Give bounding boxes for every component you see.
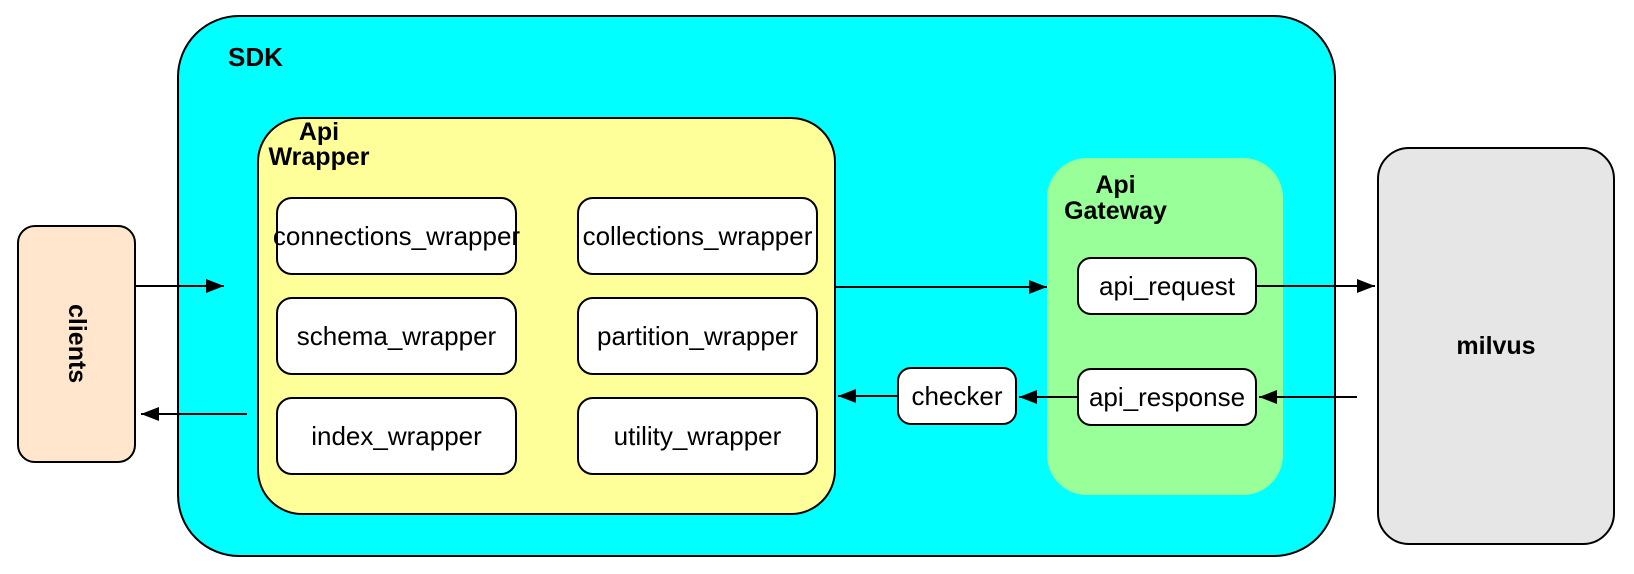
partition-wrapper-box: partition_wrapper bbox=[577, 297, 818, 375]
api-wrapper-label-line2: Wrapper bbox=[268, 143, 370, 171]
milvus-box: milvus bbox=[1377, 147, 1615, 545]
utility-wrapper-box: utility_wrapper bbox=[577, 397, 818, 475]
clients-label: clients bbox=[63, 304, 91, 384]
api-request-box: api_request bbox=[1077, 257, 1257, 315]
checker-box: checker bbox=[897, 367, 1017, 425]
clients-box: clients bbox=[17, 225, 136, 463]
schema-wrapper-box: schema_wrapper bbox=[276, 297, 517, 375]
collections-wrapper-box: collections_wrapper bbox=[577, 197, 818, 275]
api-wrapper-label-line1: Api bbox=[298, 118, 340, 146]
api-gateway-label-line1: Api bbox=[1095, 171, 1136, 199]
api-gateway-label: Api Gateway bbox=[1063, 172, 1168, 224]
api-gateway-label-line2: Gateway bbox=[1064, 197, 1167, 225]
api-response-box: api_response bbox=[1077, 368, 1257, 426]
milvus-label: milvus bbox=[1456, 331, 1536, 360]
api-wrapper-label: Api Wrapper bbox=[263, 120, 375, 170]
api-gateway-container bbox=[1047, 158, 1283, 495]
sdk-label: SDK bbox=[228, 42, 283, 72]
index-wrapper-box: index_wrapper bbox=[276, 397, 517, 475]
connections-wrapper-box: connections_wrapper bbox=[273, 197, 520, 275]
